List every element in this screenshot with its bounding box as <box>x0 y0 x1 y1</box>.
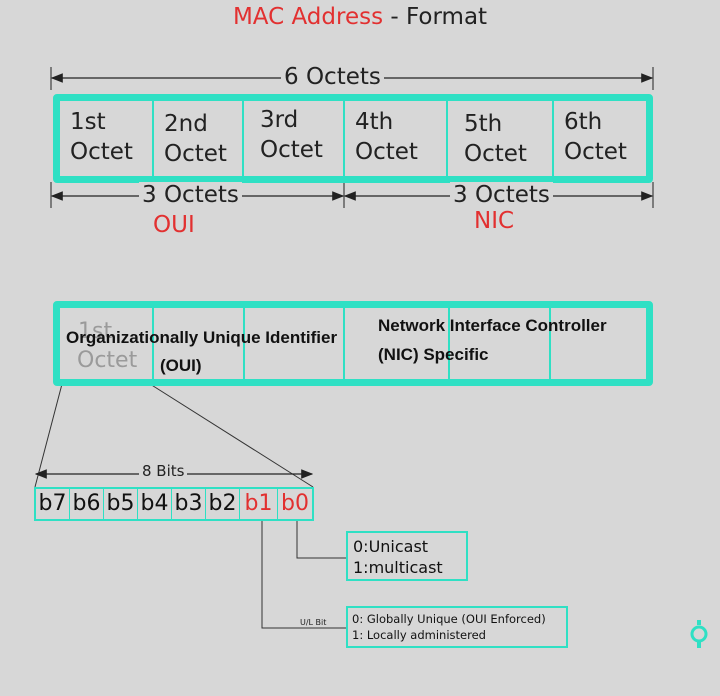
nic-field-line2: (NIC) Specific <box>378 345 489 364</box>
nic-field-line1: Network Interface Controller <box>378 316 607 335</box>
nic-label: NIC <box>474 208 515 234</box>
logo-icon <box>688 620 710 650</box>
octet-3-num: 3rd <box>260 107 299 133</box>
ul-note-line1: 0: Globally Unique (OUI Enforced) <box>352 612 546 626</box>
ul-bit-tag: U/L Bit <box>300 618 327 627</box>
octet-4: 4th Octet <box>344 100 447 177</box>
octet-1-word: Octet <box>70 139 133 165</box>
right-three-octets-label: 3 Octets <box>450 182 553 208</box>
bit-b1: b1 <box>240 489 278 519</box>
octet-3: 3rd Octet <box>243 100 344 177</box>
bit-b4: b4 <box>138 489 172 519</box>
cast-note-line2: 1:multicast <box>353 558 443 577</box>
octet-1: 1st Octet <box>59 100 153 177</box>
oui-field-line2: (OUI) <box>160 356 202 375</box>
octet-6-word: Octet <box>564 139 627 165</box>
field-cell-3 <box>244 307 344 380</box>
field-cell-4 <box>344 307 449 380</box>
bit-b5: b5 <box>104 489 138 519</box>
bit-b2: b2 <box>206 489 240 519</box>
left-three-octets-label: 3 Octets <box>139 182 242 208</box>
ghost-octet-word: Octet <box>77 348 138 373</box>
octet-6: 6th Octet <box>553 100 647 177</box>
ghost-octet-num: 1st <box>78 319 113 344</box>
octet-4-num: 4th <box>355 109 394 135</box>
title-main: MAC Address <box>232 4 384 30</box>
eight-bits-label: 8 Bits <box>139 462 188 480</box>
bit-b3: b3 <box>172 489 206 519</box>
octet-2: 2nd Octet <box>153 100 243 177</box>
oui-field-line1: Organizationally Unique Identifier <box>66 328 338 347</box>
bits-row: b7 b6 b5 b4 b3 b2 b1 b0 <box>34 487 314 521</box>
six-octets-label: 6 Octets <box>281 64 384 90</box>
octet-4-word: Octet <box>355 139 418 165</box>
field-cell-1 <box>59 307 153 380</box>
bit-b0: b0 <box>281 491 309 516</box>
ul-note-line2: 1: Locally administered <box>352 628 486 642</box>
bit-b7: b7 <box>36 489 70 519</box>
field-cell-6 <box>550 307 647 380</box>
octet-5-word: Octet <box>464 141 527 167</box>
title-separator: - <box>383 4 406 30</box>
diagram-title: MAC Address - Format <box>0 4 720 30</box>
octet-5: 5th Octet <box>447 100 553 177</box>
octet-2-num: 2nd <box>164 111 208 137</box>
octet-1-num: 1st <box>70 109 106 135</box>
ul-note: 0: Globally Unique (OUI Enforced) 1: Loc… <box>346 606 568 648</box>
field-cell-5 <box>449 307 550 380</box>
field-cell-2 <box>153 307 244 380</box>
octet-6-num: 6th <box>564 109 603 135</box>
octet-bar <box>53 94 653 183</box>
octet-2-word: Octet <box>164 141 227 167</box>
cast-note-line1: 0:Unicast <box>353 537 429 556</box>
title-sub: Format <box>406 4 488 30</box>
octet-5-num: 5th <box>464 111 503 137</box>
oui-label: OUI <box>153 212 195 238</box>
bit-b6: b6 <box>70 489 104 519</box>
cast-note: 0:Unicast 1:multicast <box>346 531 468 581</box>
field-bar <box>53 301 653 386</box>
octet-3-word: Octet <box>260 137 323 163</box>
